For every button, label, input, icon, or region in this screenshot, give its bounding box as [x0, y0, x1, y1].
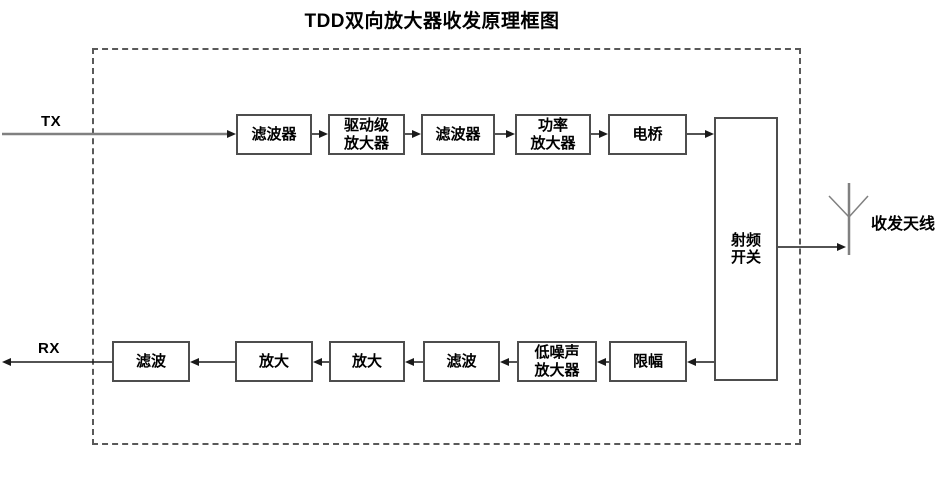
rx-output-arrow: [2, 358, 112, 366]
arrow-bridge-to-switch: [687, 130, 714, 138]
arrow-amp2-to-amp1: [313, 358, 329, 366]
block-rx-amplifier-1: 放大: [235, 341, 313, 382]
block-rf-switch: 射频 开关: [714, 117, 778, 381]
block-limiter: 限幅: [609, 341, 687, 382]
arrow-driver-to-txfilter2: [405, 130, 421, 138]
block-rx-filter-1: 滤波: [112, 341, 190, 382]
arrow-txfilter2-to-pa: [495, 130, 515, 138]
rx-port-label: RX: [38, 340, 60, 357]
arrow-amp1-to-rxfilter1: [190, 358, 235, 366]
block-rx-filter-2: 滤波: [423, 341, 500, 382]
block-tx-filter-1: 滤波器: [236, 114, 312, 155]
block-power-amplifier: 功率 放大器: [515, 114, 591, 155]
block-tx-filter-2: 滤波器: [421, 114, 495, 155]
block-driver-amplifier: 驱动级 放大器: [328, 114, 405, 155]
arrow-limiter-to-lna: [597, 358, 609, 366]
arrow-lna-to-rxfilter2: [500, 358, 517, 366]
antenna-label: 收发天线: [871, 216, 936, 233]
arrow-txfilter1-to-driver: [312, 130, 328, 138]
diagram-title: TDD双向放大器收发原理框图: [304, 11, 560, 32]
arrow-pa-to-bridge: [591, 130, 608, 138]
arrow-rxfilter2-to-amp2: [405, 358, 423, 366]
antenna-icon: [828, 183, 869, 255]
block-lna: 低噪声 放大器: [517, 341, 597, 382]
block-bridge: 电桥: [608, 114, 687, 155]
tx-input-arrow: [2, 130, 236, 138]
arrow-switch-to-antenna: [778, 243, 846, 251]
tx-port-label: TX: [41, 113, 62, 130]
arrow-switch-to-limiter: [687, 358, 714, 366]
block-rx-amplifier-2: 放大: [329, 341, 405, 382]
